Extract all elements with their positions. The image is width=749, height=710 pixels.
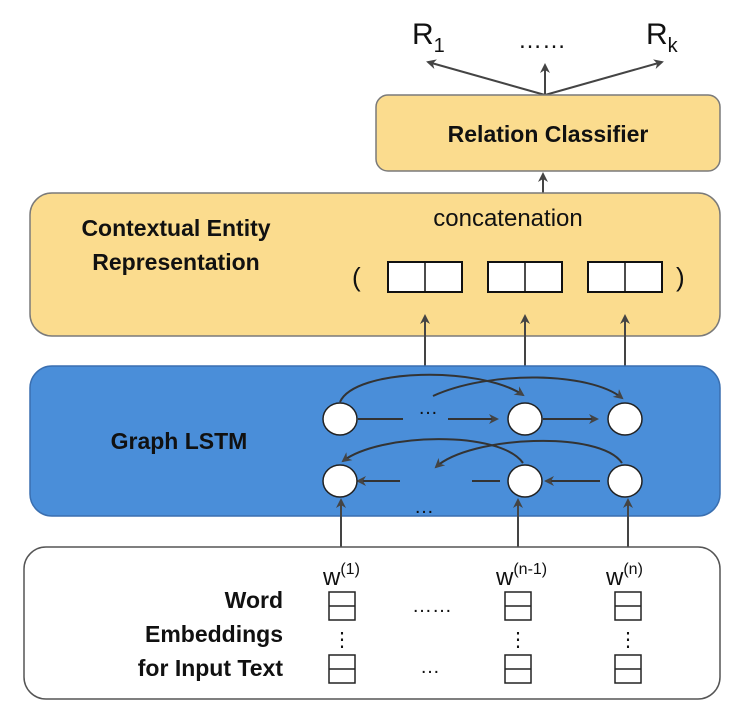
embedding-vector	[504, 591, 532, 621]
backward-skip-edge	[434, 439, 623, 469]
relation-classifier-box	[375, 94, 721, 172]
word-label-wn: w(n)	[605, 561, 643, 591]
embeddings-label-line2: Embeddings	[145, 621, 283, 647]
entity-vector-2	[487, 261, 563, 293]
relation-classifier-label: Relation Classifier	[448, 121, 649, 147]
output-ellipsis: ……	[518, 27, 566, 54]
embedding-vector	[614, 654, 642, 684]
entity-vector-1	[387, 261, 463, 293]
word-label-wn1: w(n-1)	[495, 561, 547, 591]
backward-edges	[341, 438, 623, 486]
embeddings-dots-top: ……	[412, 595, 452, 617]
lstm-node	[507, 402, 543, 436]
embedding-vectors	[328, 591, 642, 684]
lstm-dots-top: …	[418, 397, 438, 419]
contextual-entity-box	[29, 192, 721, 337]
vdots-col1: ⋮	[332, 629, 352, 651]
contextual-label-line1: Contextual Entity	[81, 215, 270, 241]
output-r1: R1	[412, 18, 445, 57]
output-labels: R1 …… Rk	[412, 18, 679, 57]
output-arrows	[426, 59, 664, 96]
embeddings-label-line1: Word	[225, 587, 283, 613]
embedding-vector	[614, 591, 642, 621]
arrow-to-rk	[544, 59, 664, 96]
lstm-node	[607, 402, 643, 436]
vdots-col2: ⋮	[508, 629, 528, 651]
embeddings-dots-bottom: …	[420, 656, 440, 678]
open-paren: (	[352, 262, 361, 292]
lstm-node	[322, 402, 358, 436]
lstm-node	[607, 464, 643, 498]
backward-skip-edge	[341, 438, 524, 464]
graph-lstm-label: Graph LSTM	[111, 428, 248, 454]
close-paren: )	[676, 262, 685, 292]
word-label-w1: w(1)	[322, 561, 360, 591]
word-embeddings-box	[23, 546, 721, 700]
vdots-col3: ⋮	[618, 629, 638, 651]
embedding-vector	[504, 654, 532, 684]
lstm-node	[322, 464, 358, 498]
lstm-node	[507, 464, 543, 498]
contextual-label-line2: Representation	[92, 249, 259, 275]
embedding-vector	[328, 654, 356, 684]
forward-skip-edge	[432, 376, 624, 400]
output-rk: Rk	[646, 18, 679, 57]
concatenation-label: concatenation	[433, 205, 582, 232]
lstm-nodes	[322, 402, 643, 498]
entity-vector-3	[587, 261, 663, 293]
lstm-dots-bottom: …	[414, 496, 434, 518]
arrow-to-r1	[426, 59, 546, 96]
forward-skip-edge	[339, 373, 525, 403]
lstm-to-entity-arrows	[420, 314, 630, 367]
forward-edges	[339, 373, 624, 424]
embedding-vector	[328, 591, 356, 621]
embeddings-label-line3: for Input Text	[138, 655, 284, 681]
